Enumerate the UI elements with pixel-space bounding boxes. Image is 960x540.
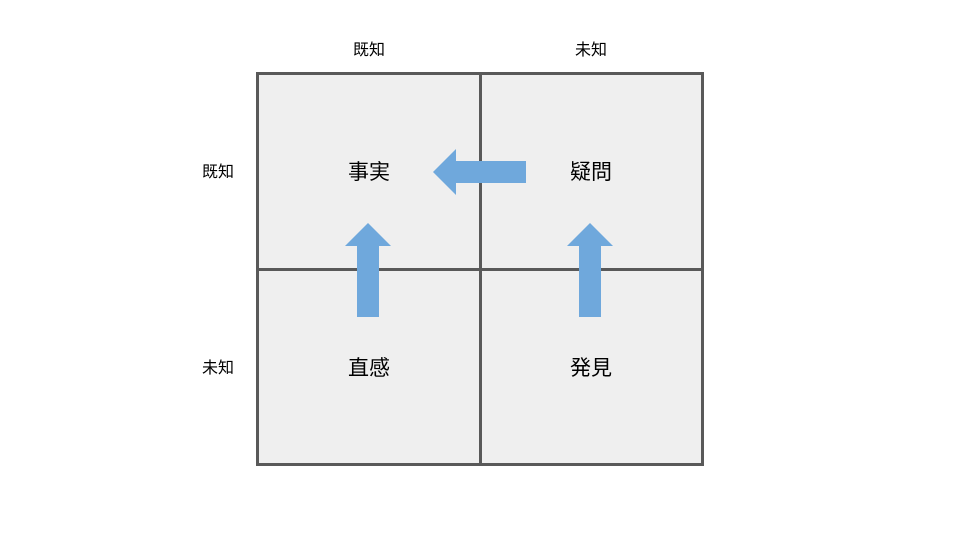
row-header-unknown: 未知 (201, 358, 234, 377)
arrow-question-to-fact (433, 149, 526, 195)
arrow-discovery-to-question (567, 223, 613, 317)
column-header-known: 既知 (352, 40, 385, 59)
grid-divider-horizontal (256, 268, 704, 271)
cell-label-fact: 事実 (348, 160, 390, 184)
arrow-intuition-to-fact (345, 223, 391, 317)
row-header-known: 既知 (201, 162, 234, 181)
cell-label-discovery: 発見 (570, 356, 612, 380)
column-header-unknown: 未知 (574, 40, 607, 59)
cell-label-question: 疑問 (570, 160, 612, 184)
cell-label-intuition: 直感 (348, 356, 390, 380)
